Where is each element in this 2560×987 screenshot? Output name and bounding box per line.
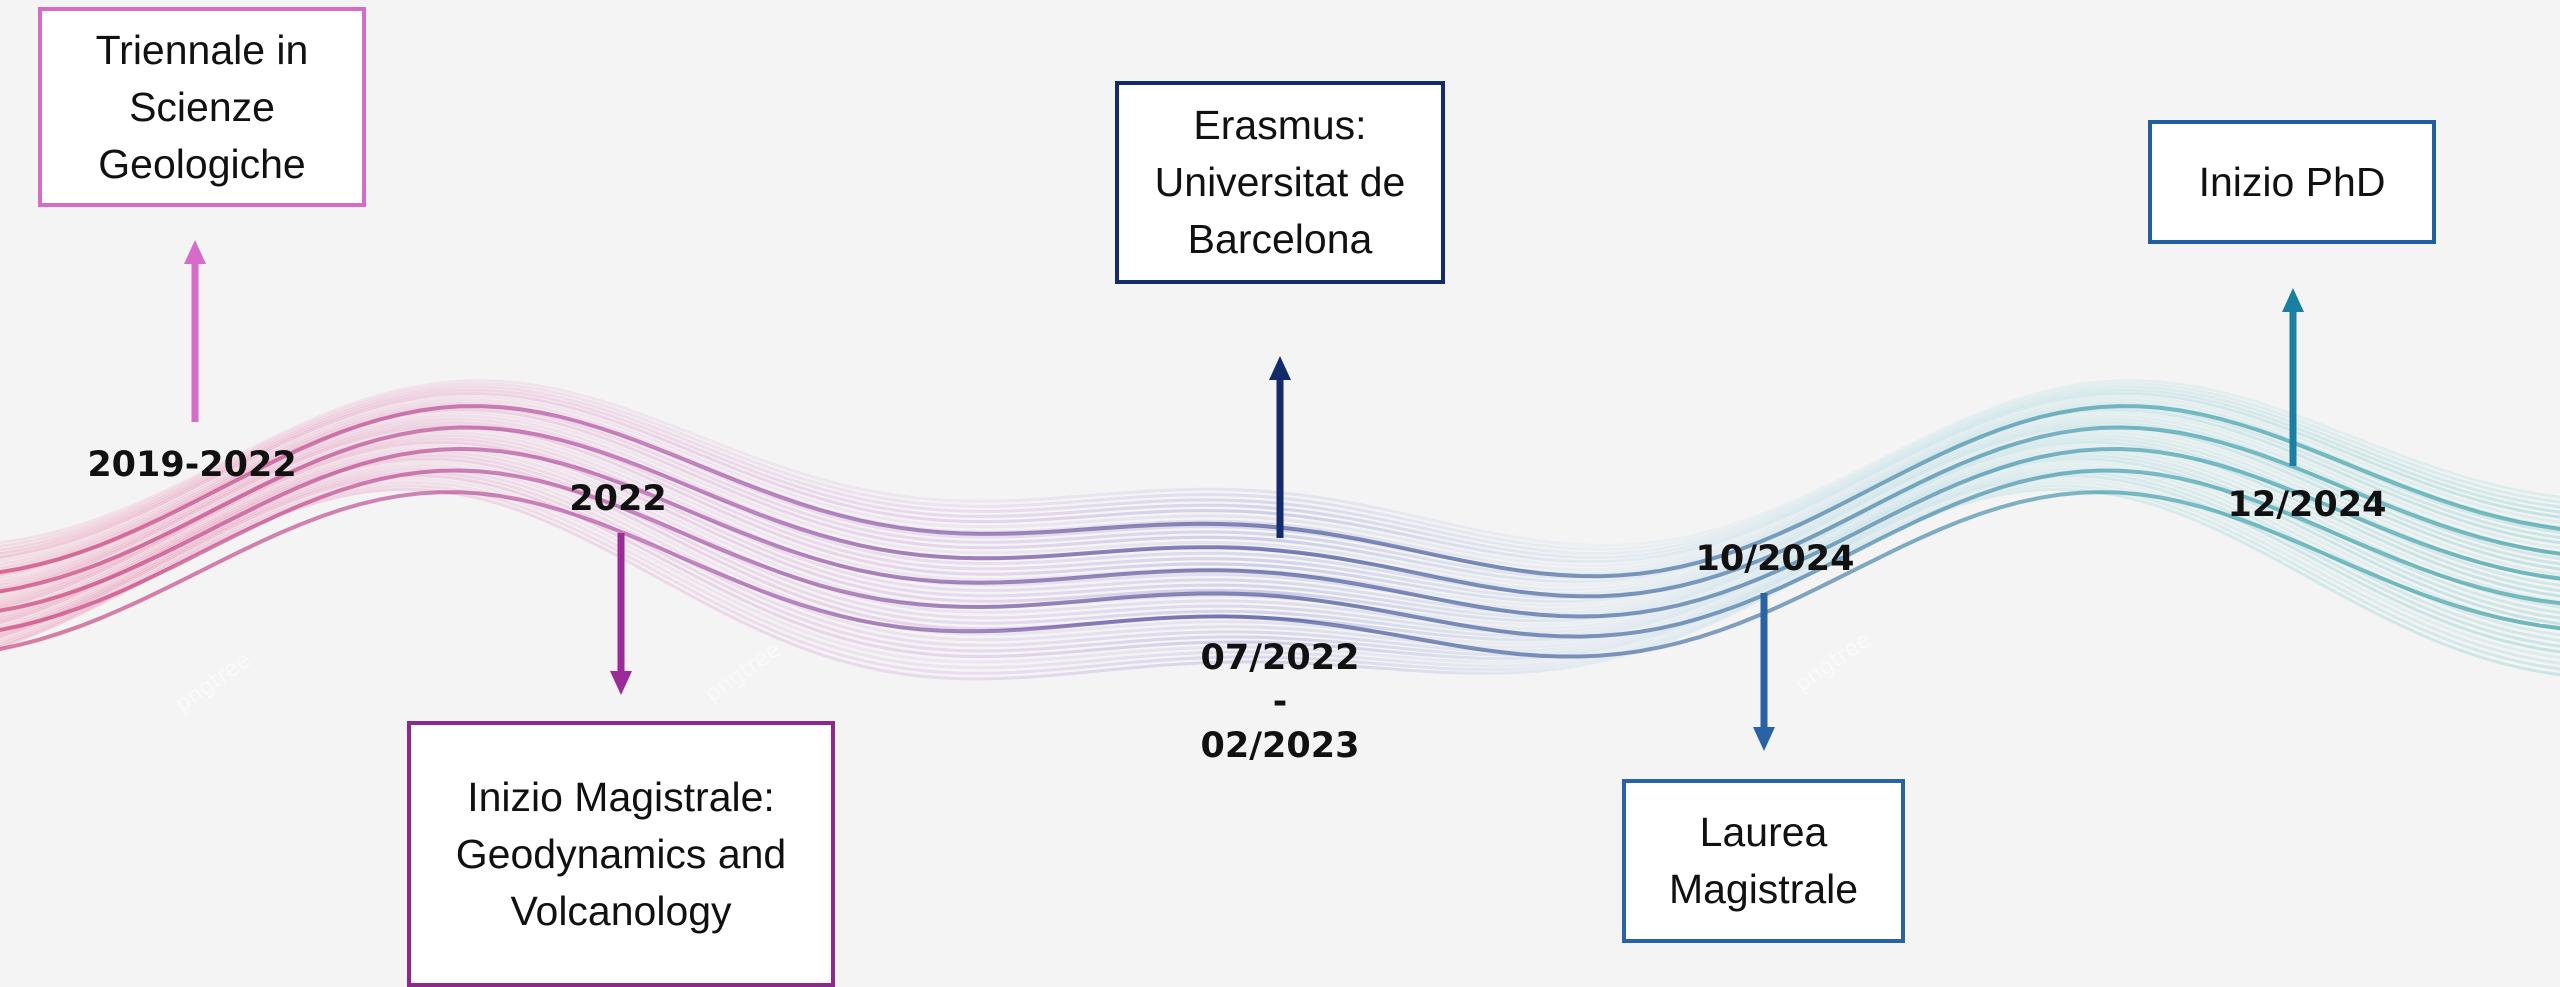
event-label-triennale: Triennale in Scienze Geologiche xyxy=(95,26,309,187)
event-box-phd: Inizio PhD xyxy=(2148,120,2436,244)
arrow-up-phd-icon xyxy=(2282,288,2304,466)
wave-strand xyxy=(0,453,2560,638)
wave-strand xyxy=(0,434,2560,615)
wave-strand xyxy=(0,474,2560,661)
event-date-magistrale-start: 2022 xyxy=(569,479,667,519)
wave-strand xyxy=(0,487,2560,681)
wave-strand xyxy=(0,460,2560,646)
arrow-down-laurea-icon xyxy=(1753,593,1775,751)
wave-strand xyxy=(0,417,2560,596)
event-label-laurea: Laurea Magistrale xyxy=(1668,809,1859,912)
arrow-up-triennale-icon xyxy=(184,240,206,422)
wave-strand xyxy=(0,447,2560,631)
wave-strands xyxy=(0,378,2560,681)
event-date-triennale: 2019-2022 xyxy=(87,445,297,485)
wave-strand xyxy=(0,430,2560,611)
wave-strand xyxy=(0,446,2560,619)
wave-strand xyxy=(0,477,2560,664)
wave-strand xyxy=(0,468,2560,639)
wave-strand xyxy=(0,440,2560,623)
event-date-phd: 12/2024 xyxy=(2227,485,2387,525)
event-box-laurea: Laurea Magistrale xyxy=(1622,779,1905,943)
arrow-up-erasmus-icon xyxy=(1269,356,1291,538)
event-label-phd: Inizio PhD xyxy=(2198,158,2386,205)
arrow-down-magistrale-icon xyxy=(610,533,632,695)
event-box-erasmus: Erasmus: Universitat de Barcelona xyxy=(1115,81,1445,284)
event-label-magistrale-start: Inizio Magistrale: Geodynamics and Volca… xyxy=(455,773,787,934)
wave-strand xyxy=(0,420,2560,600)
wave-strand xyxy=(0,425,2560,599)
wave-strand xyxy=(0,484,2560,675)
wave-strand xyxy=(0,411,2560,588)
event-label-erasmus: Erasmus: Universitat de Barcelona xyxy=(1154,102,1406,262)
wave-strand xyxy=(0,437,2560,619)
event-date-laurea: 10/2024 xyxy=(1695,539,1855,579)
event-box-triennale: Triennale in Scienze Geologiche xyxy=(38,7,366,207)
wave-strand xyxy=(0,467,2560,653)
event-box-magistrale-start: Inizio Magistrale: Geodynamics and Volca… xyxy=(407,721,835,987)
wave-strand xyxy=(0,490,2560,659)
event-date-erasmus: 07/2022 - 02/2023 xyxy=(1200,638,1360,766)
